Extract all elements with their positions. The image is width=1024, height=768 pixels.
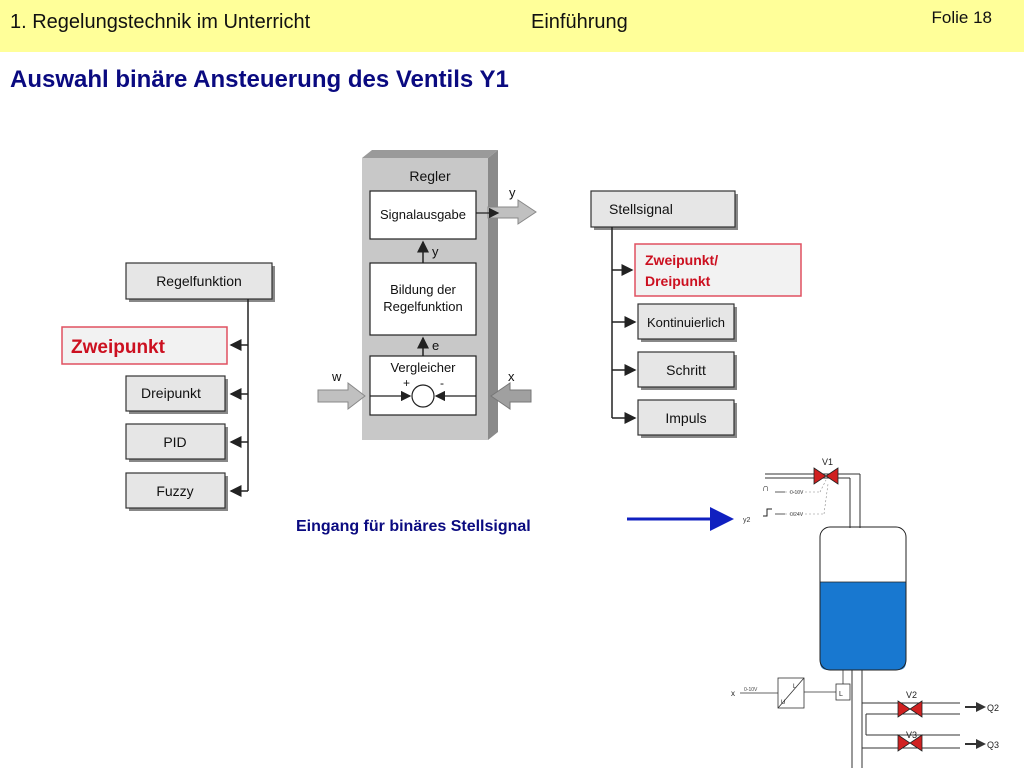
valve-v3-right [909, 734, 923, 752]
signalausgabe-label: Signalausgabe [380, 207, 466, 222]
zweipunkt-dreipunkt-line2: Dreipunkt [645, 273, 711, 289]
vergleicher-label: Vergleicher [390, 360, 456, 375]
signal-cap-icon: ∩ [762, 483, 769, 494]
zweipunkt-dreipunkt-box [634, 243, 802, 297]
regelfunktion-block-line1: Bildung der [390, 282, 456, 297]
y-inner-label: y [432, 244, 439, 259]
tank [819, 526, 907, 671]
chapter-title: 1. Regelungstechnik im Unterricht [10, 11, 311, 33]
plus-sign: + [403, 376, 410, 390]
range-010b-label: 0-10V [744, 687, 758, 693]
slide-header: 1. Regelungstechnik im Unterricht Einfüh… [0, 0, 1024, 52]
zweipunkt-dreipunkt-line1: Zweipunkt/ [645, 252, 718, 268]
fuzzy-label: Fuzzy [156, 483, 193, 499]
process-x-label: x [731, 689, 735, 698]
valve-v2-left [897, 700, 911, 718]
impuls-label: Impuls [665, 410, 706, 426]
zweipunkt-box [61, 326, 228, 365]
schritt-label: Schritt [666, 362, 706, 378]
valve-v2-right [909, 700, 923, 718]
v2-label: V2 [906, 690, 917, 700]
dreipunkt-label: Dreipunkt [141, 385, 201, 401]
dreipunkt-box [125, 375, 226, 412]
y2-label: y2 [743, 517, 751, 524]
slide-number: Folie 18 [931, 8, 992, 27]
annotation-text: Eingang für binäres Stellsignal [296, 518, 531, 535]
signal-line [819, 479, 827, 493]
converter-diagonal [777, 677, 805, 709]
x-label: x [508, 369, 515, 384]
slide-title: Auswahl binäre Ansteuerung des Ventils Y… [10, 66, 509, 93]
controller-top-bevel [362, 150, 498, 158]
signalausgabe-box [369, 190, 477, 240]
q3-label: Q3 [987, 740, 999, 750]
range-010-label: 0-10V [790, 490, 804, 496]
right-tree: Stellsignal Zweipunkt/ Dreipunkt Kontinu… [590, 190, 802, 438]
stellsignal-box [590, 190, 736, 228]
regler-label: Regler [409, 168, 451, 184]
process-schematic: V1 ∩ 0-10V 0/24V y2 V2 V3 [731, 457, 999, 768]
controller-block: Regler Signalausgabe Bildung der Regelfu… [317, 150, 537, 440]
w-input-arrow [317, 381, 366, 411]
valve-v1-left [813, 467, 827, 485]
pid-box [125, 423, 226, 460]
valve-v3-left [897, 734, 911, 752]
regelfunktion-block [369, 262, 477, 336]
regelfunktion-block-line2: Regelfunktion [383, 299, 463, 314]
minus-sign: - [440, 376, 444, 390]
w-label: w [331, 369, 342, 384]
y-output-label: y [509, 185, 516, 200]
summing-junction [411, 384, 435, 408]
v1-label: V1 [822, 457, 833, 467]
controller-side-bevel [488, 150, 498, 440]
impuls-box [637, 399, 735, 436]
kontinuierlich-label: Kontinuierlich [647, 315, 725, 330]
sensor-l-label: L [839, 691, 843, 698]
step-signal-icon [763, 508, 772, 517]
pid-label: PID [163, 434, 186, 450]
signal-line [823, 483, 829, 515]
x-input-arrow [490, 382, 532, 410]
left-tree: Regelfunktion Zweipunkt Dreipunkt PID Fu… [61, 262, 275, 511]
tank-water [820, 582, 906, 670]
regelfunktion-box [125, 262, 273, 300]
stellsignal-label: Stellsignal [609, 201, 673, 217]
e-label: e [432, 338, 439, 353]
kontinuierlich-box [637, 303, 735, 340]
converter-l-label: L [793, 684, 797, 690]
range-024-label: 0/24V [790, 512, 804, 518]
regelfunktion-label: Regelfunktion [156, 273, 242, 289]
valve-v1-right [825, 467, 839, 485]
schritt-box [637, 351, 735, 388]
q2-label: Q2 [987, 703, 999, 713]
section-title: Einführung [531, 11, 628, 33]
v3-label: V3 [906, 730, 917, 740]
zweipunkt-label: Zweipunkt [71, 337, 166, 358]
fuzzy-box [125, 472, 226, 509]
converter-u-label: U [781, 700, 785, 706]
